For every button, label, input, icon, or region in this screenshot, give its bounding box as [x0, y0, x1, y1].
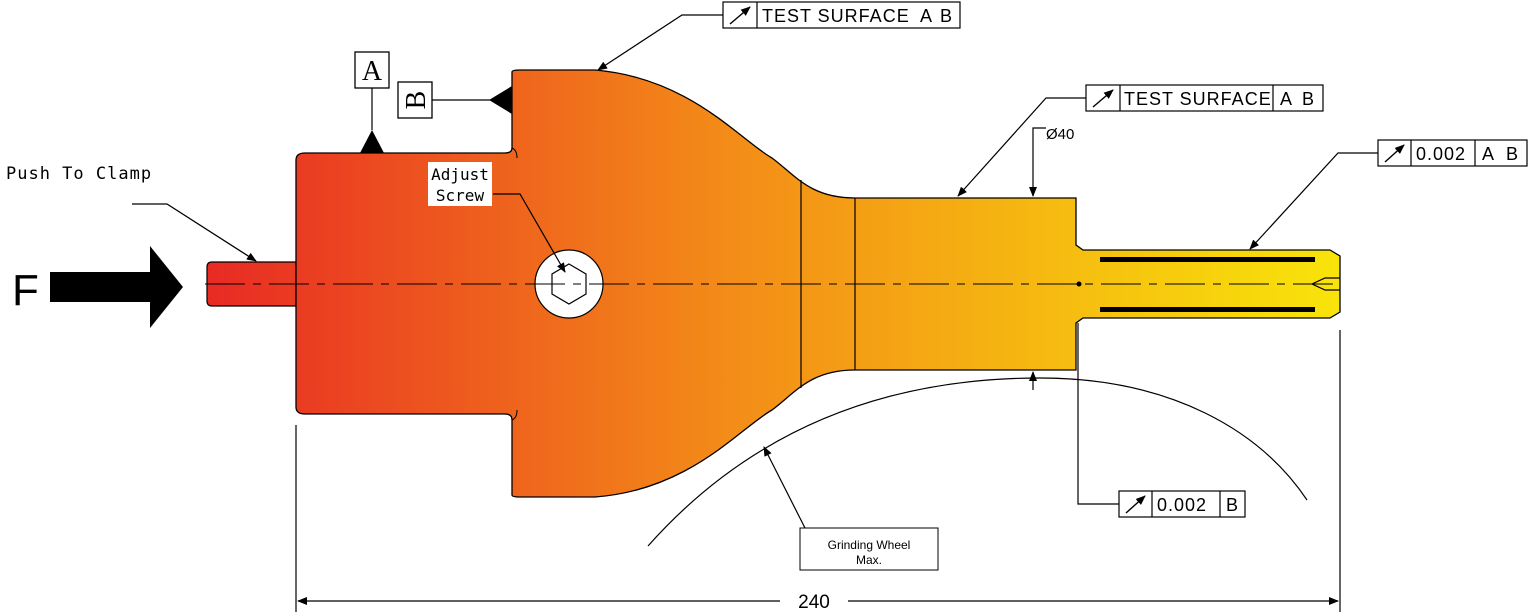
grinding-wheel-line1: Grinding Wheel — [828, 538, 911, 552]
fcf-mid-d2: B — [1302, 89, 1315, 109]
adjust-screw-leader — [493, 193, 566, 273]
fcf-right-tol: 0.002 — [1416, 144, 1466, 164]
overall-dimension: 240 — [798, 592, 830, 613]
fcf-top-test: TEST SURFACE — [762, 6, 910, 26]
runout-arrow-icon — [1384, 144, 1405, 163]
datum-b-label: B — [401, 91, 432, 110]
adjust-screw-label-line2: Screw — [436, 186, 485, 205]
fcf-top-d1: A — [920, 6, 933, 26]
fcf-mid: TEST SURFACE A B — [957, 84, 1324, 197]
fcf-mid-test: TEST SURFACE — [1124, 89, 1272, 109]
datum-triangle-icon — [360, 130, 384, 153]
fcf-right: 0.002 A B — [1249, 139, 1528, 250]
runout-arrow-icon — [1125, 495, 1146, 514]
datum-b-triangle-icon — [489, 86, 512, 114]
fcf-bottom: 0.002 B — [1077, 323, 1246, 518]
push-to-clamp-label: Push To Clamp — [6, 164, 152, 184]
datum-b-box — [397, 81, 433, 119]
grinding-wheel-box — [799, 527, 939, 571]
datum-a-label: A — [362, 56, 383, 87]
fcf-top-d2: B — [940, 6, 953, 26]
diameter-label: Ø40 — [1046, 126, 1074, 143]
fcf-right-d2: B — [1506, 144, 1519, 164]
grinding-wheel-line2: Max. — [856, 553, 882, 567]
fcf-mid-d1: A — [1280, 89, 1293, 109]
fcf-bottom-d1: B — [1226, 495, 1239, 515]
fcf-bottom-tol: 0.002 — [1157, 495, 1207, 515]
datum-a-box — [354, 51, 390, 89]
fcf-top: TEST SURFACE A B — [597, 1, 961, 71]
push-rod — [206, 261, 297, 307]
force-arrow-icon — [50, 246, 183, 328]
adjust-screw-label-line1: Adjust — [431, 165, 489, 184]
force-label: F — [12, 266, 39, 315]
push-leader-line — [132, 203, 257, 262]
shaft-slot-lower — [1100, 307, 1315, 312]
runout-arrow-icon — [729, 6, 751, 25]
grinding-wheel-arc — [647, 377, 1308, 547]
fcf-right-d1: A — [1482, 144, 1495, 164]
runout-arrow-icon — [1092, 89, 1114, 108]
shaft-slot-upper — [1100, 257, 1315, 262]
